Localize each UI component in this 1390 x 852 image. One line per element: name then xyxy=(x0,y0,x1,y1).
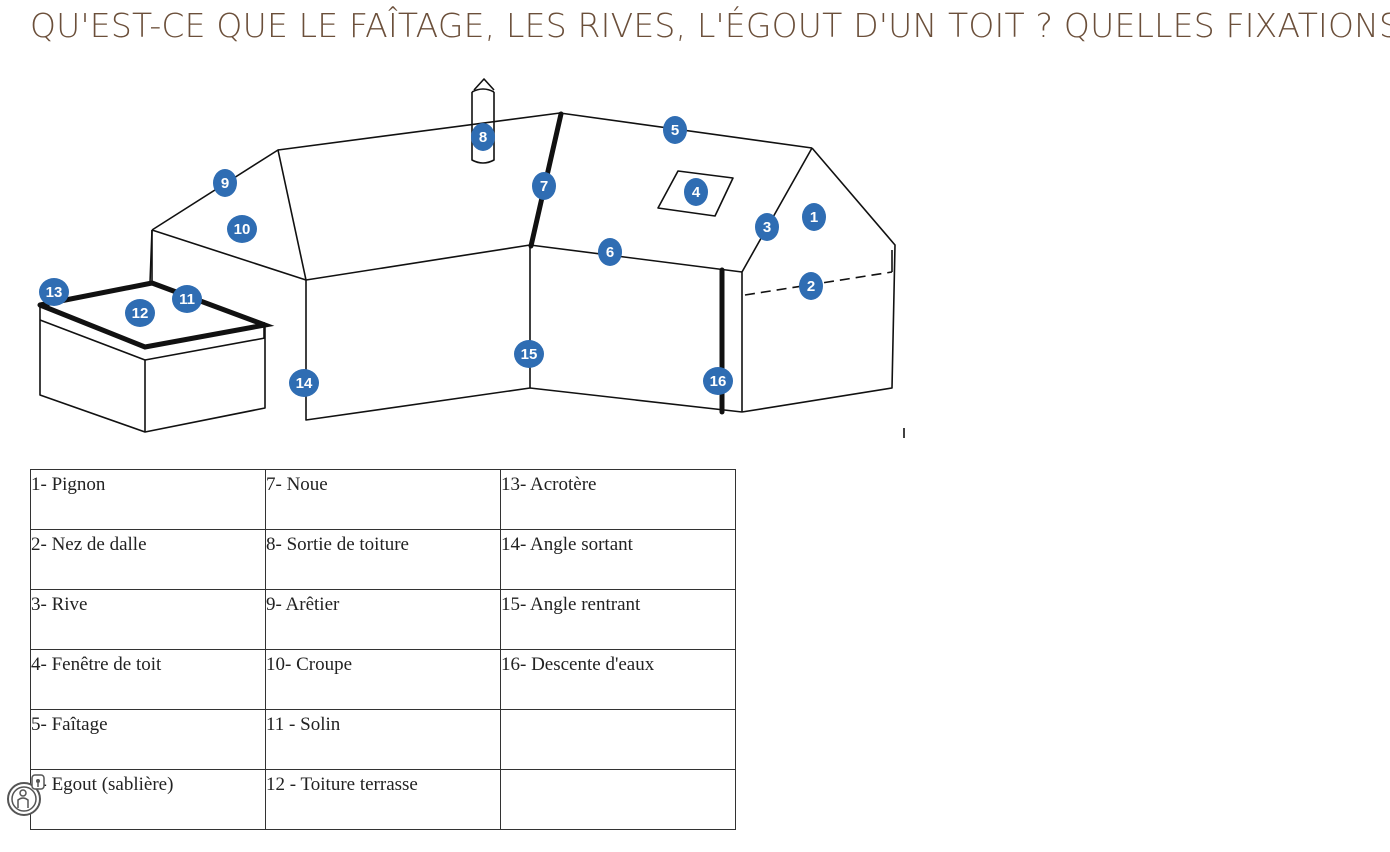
marker-5: 5 xyxy=(663,116,687,144)
marker-12: 12 xyxy=(125,299,155,327)
table-cell: 11 - Solin xyxy=(265,709,501,770)
svg-text:12: 12 xyxy=(132,305,149,322)
svg-text:13: 13 xyxy=(46,284,63,301)
table-cell: 3- Rive xyxy=(30,589,266,650)
table-cell: 14- Angle sortant xyxy=(500,529,736,590)
marker-6: 6 xyxy=(598,238,622,266)
marker-15: 15 xyxy=(514,340,544,368)
marker-7: 7 xyxy=(532,172,556,200)
marker-3: 3 xyxy=(755,213,779,241)
svg-text:15: 15 xyxy=(521,346,538,363)
table-cell: 10- Croupe xyxy=(265,649,501,710)
svg-text:9: 9 xyxy=(221,175,229,192)
table-cell: 8- Sortie de toiture xyxy=(265,529,501,590)
svg-text:1: 1 xyxy=(810,209,818,226)
table-cell xyxy=(500,769,736,830)
accessibility-icon[interactable] xyxy=(6,773,46,821)
svg-text:14: 14 xyxy=(296,375,313,392)
marker-10: 10 xyxy=(227,215,257,243)
table-row: 3- Rive 9- Arêtier 15- Angle rentrant xyxy=(30,589,736,650)
svg-text:11: 11 xyxy=(179,291,195,308)
marker-16: 16 xyxy=(703,367,733,395)
legend-table: 1- Pignon 7- Noue 13- Acrotère 2- Nez de… xyxy=(30,469,736,830)
svg-text:7: 7 xyxy=(540,178,548,195)
svg-text:8: 8 xyxy=(479,129,487,146)
table-row: 4- Fenêtre de toit 10- Croupe 16- Descen… xyxy=(30,649,736,710)
svg-text:10: 10 xyxy=(234,221,251,238)
svg-text:6: 6 xyxy=(606,244,614,261)
table-row: 5- Faîtage 11 - Solin xyxy=(30,709,736,770)
table-cell: 5- Faîtage xyxy=(30,709,266,770)
svg-text:5: 5 xyxy=(671,122,679,139)
table-row: 2- Nez de dalle 8- Sortie de toiture 14-… xyxy=(30,529,736,590)
marker-2: 2 xyxy=(799,272,823,300)
roof-diagram: 1 2 3 4 5 6 7 8 9 10 11 12 13 14 15 16 xyxy=(37,78,905,438)
marker-8: 8 xyxy=(471,123,495,151)
table-cell: 2- Nez de dalle xyxy=(30,529,266,590)
marker-11: 11 xyxy=(172,285,202,313)
page-title: QU'EST-CE QUE LE FAÎTAGE, LES RIVES, L'É… xyxy=(30,6,1390,45)
svg-text:3: 3 xyxy=(763,219,771,236)
table-cell xyxy=(500,709,736,770)
table-cell: 1- Pignon xyxy=(30,469,266,530)
marker-4: 4 xyxy=(684,178,708,206)
table-cell: 6- Egout (sablière) xyxy=(30,769,266,830)
table-cell: 15- Angle rentrant xyxy=(500,589,736,650)
table-cell: 7- Noue xyxy=(265,469,501,530)
table-cell: 9- Arêtier xyxy=(265,589,501,650)
svg-text:16: 16 xyxy=(710,373,727,390)
table-cell: 12 - Toiture terrasse xyxy=(265,769,501,830)
svg-text:2: 2 xyxy=(807,278,815,295)
marker-14: 14 xyxy=(289,369,319,397)
table-row: 1- Pignon 7- Noue 13- Acrotère xyxy=(30,469,736,530)
table-cell: 4- Fenêtre de toit xyxy=(30,649,266,710)
marker-13: 13 xyxy=(39,278,69,306)
marker-1: 1 xyxy=(802,203,826,231)
table-cell: 13- Acrotère xyxy=(500,469,736,530)
table-cell: 16- Descente d'eaux xyxy=(500,649,736,710)
svg-text:4: 4 xyxy=(692,184,701,201)
table-row: 6- Egout (sablière) 12 - Toiture terrass… xyxy=(30,769,736,830)
marker-9: 9 xyxy=(213,169,237,197)
